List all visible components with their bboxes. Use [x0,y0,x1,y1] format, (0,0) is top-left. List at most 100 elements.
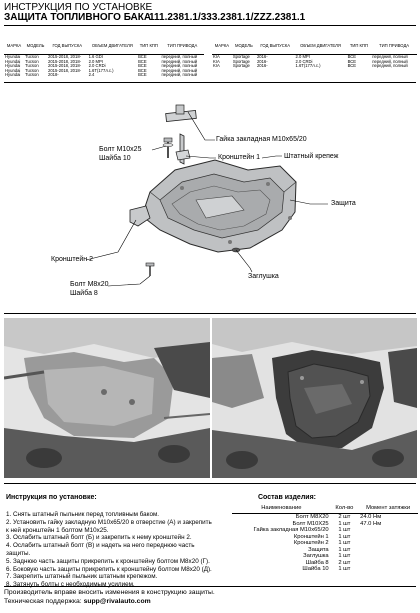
photo-before [4,318,210,478]
applicability-cell: ВСЕ [347,63,357,69]
applicability-cell: Hyundai [5,72,21,78]
part-name: Гайка закладная М10х65/20 [253,527,329,533]
applicability-cell: передний, полный [161,58,198,64]
part-number: 111.2381.1/333.2381.1/ZZZ.2381.1 [149,12,306,23]
applicability-header: ГОД ВЫПУСКА [46,38,88,55]
support-label: Техническая поддержка: [4,598,82,605]
instruction-step: 6. Боковую часть защиты прикрепить к кро… [6,565,212,573]
applicability-cell: 2016- [256,58,268,64]
parts-title: Состав изделия: [258,494,316,501]
applicability-header: ТИП КПП [346,38,372,55]
bolt-m10-part [162,137,174,158]
part-qty: 1 шт [338,540,351,546]
leader-lines [85,111,328,287]
applicability-header: ОБЪЕМ ДВИГАТЕЛЯ [87,38,138,55]
applicability-cell: 2.0 CRDi [88,63,106,69]
applicability-header: ТИП КПП [137,38,161,55]
instruction-step: 4. Ослабить штатный болт (В) и надеть на… [6,542,195,550]
applicability-header: МАРКА [4,38,25,55]
part-name: Защита [308,546,329,553]
applicability-cell: передний, полный [372,58,408,64]
callout-washer10: Шайба 10 [99,155,131,162]
parts-header: Момент затяжки [358,504,418,514]
applicability-header: МАРКА [212,38,232,55]
part-torque [358,566,418,573]
applicability-cell: Hyundai [5,58,21,64]
applicability-cell: передний, полный [161,72,198,78]
instruction-step: 5. Заднюю часть защиты прикрепить к крон… [6,557,210,565]
applicability-cell: ВСЕ [347,54,357,59]
applicability-cell: 2.0 MPI [88,58,103,64]
applicability-cell: 2016- [256,54,268,59]
applicability-cell: 1.6T(177л.с.) [295,63,321,69]
exploded-diagram [85,104,328,287]
part-torque: 24.0 Нм [360,514,382,520]
header-title: ЗАЩИТА ТОПЛИВНОГО БАКА [4,12,152,23]
part-name: Кронштейн 2 [293,540,329,546]
parts-row: Кронштейн 2 1 шт [232,540,418,547]
applicability-header: МОДЕЛЬ [231,38,256,55]
instruction-step: 3. Ослабить штатный болт (Б) и закрепить… [6,534,192,542]
applicability-cell: 1.6T(177л.с.) [88,67,114,73]
applicability-cell: передний, полный [372,63,408,69]
applicability-cell: KIA [213,58,220,64]
applicability-cell: ВСЕ [138,72,147,78]
applicability-cell: 2.0 MPI [295,54,310,59]
part-name: Заглушка [303,553,329,559]
applicability-cell: 2016- [256,63,268,69]
callout-plug: Заглушка [248,273,279,280]
footer-support: Техническая поддержка: supp@rivalauto.co… [4,598,151,606]
applicability-cell: передний, полный [161,54,198,59]
applicability-cell: 2015-2018, 2018- [47,63,82,69]
bolt-m8-part [145,262,155,276]
callout-bracket2: Кронштейн 2 [51,256,93,263]
applicability-cell: Hyundai [5,67,21,73]
instruction-step: 7. Закрепить штатный пыльник штатным кре… [6,573,158,581]
photo-after [212,318,417,478]
callout-bracket1: Кронштейн 1 [218,154,260,161]
parts-row: Заглушка 1 шт [232,553,418,560]
applicability-cell: Sportage [232,63,250,69]
instruction-step: 1. Снять штатный пыльник перед топливным… [6,511,160,518]
applicability-cell: Tucson [25,63,39,69]
instructions-list: 1. Снять штатный пыльник перед топливным… [6,511,212,589]
header-line1: ИНСТРУКЦИЯ ПО УСТАНОВКЕ [4,2,153,13]
section-rule-3 [4,483,416,484]
section-rule-2 [4,313,416,314]
applicability-cell: KIA [213,54,220,59]
applicability-cell: Tucson [25,67,39,73]
part-name: Болт М10Х25 [292,520,329,527]
applicability-cell: 2015-2018, 2018- [47,58,82,64]
applicability-header: ГОД ВЫПУСКА [255,38,295,55]
footer-rule [4,586,416,587]
part-qty: 1 шт [338,553,351,559]
applicability-cell: Hyundai [5,63,21,69]
applicability-cell: 1.6 GDI [88,54,103,59]
applicability-header: ТИП ПРИВОДА [371,38,417,55]
applicability-cell: ВСЕ [347,58,357,64]
part-name: Кронштейн 1 [293,533,329,540]
applicability-cell: Hyundai [5,54,21,59]
parts-header: Наименование [232,504,331,514]
bracket1-part [175,133,191,165]
guard-part [141,159,297,253]
support-email[interactable]: supp@rivalauto.com [83,598,151,605]
part-qty: 2 шт [338,514,351,520]
callout-nut: Гайка закладная М10х65/20 [216,136,307,143]
section-rule-1 [4,82,416,83]
instruction-step: к ней кронштейн 1 болтом М10х25. [6,526,109,534]
instruction-step: защиты. [6,549,31,557]
callout-bolt-m8: Болт М8х20 [70,281,109,288]
callout-guard: Защита [331,200,356,207]
